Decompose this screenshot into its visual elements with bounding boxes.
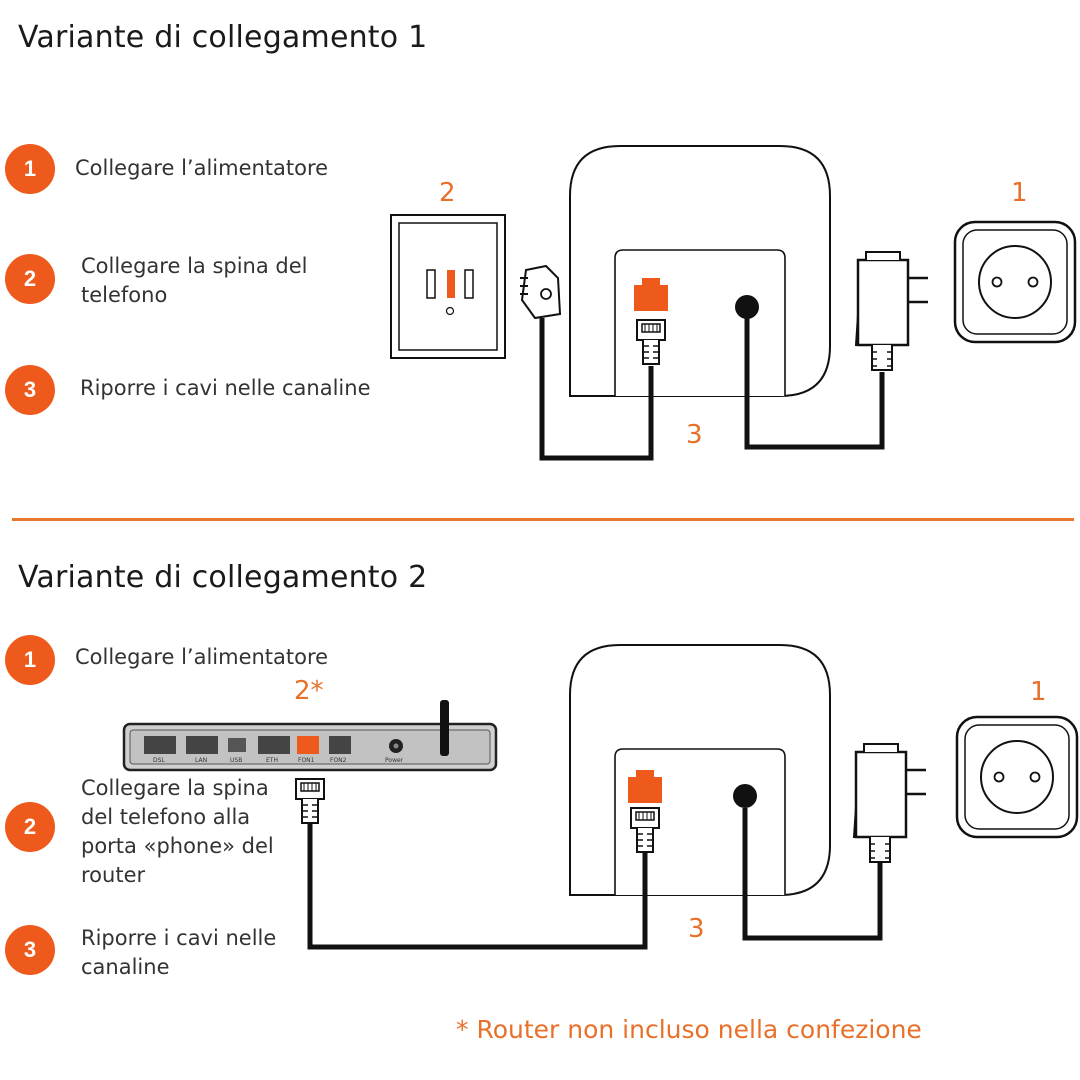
variant1-cables xyxy=(539,318,885,461)
variant2-power-adapter xyxy=(852,742,928,864)
variant1-step3-text: Riporre i cavi nelle canaline xyxy=(80,376,371,400)
variant2-step1-text: Collegare l’alimentatore xyxy=(75,645,329,669)
variant1-base-station xyxy=(569,145,831,397)
variant2-router-port-labels: DSL LAN USB ETH FON1 FON2 Power xyxy=(153,757,404,764)
router-port-fon2: FON2 xyxy=(330,757,347,764)
variant1-power-adapter xyxy=(854,250,930,372)
variant2-cables xyxy=(307,808,883,950)
variant2-cables-label: 3 xyxy=(688,914,705,944)
variant1-power-jack xyxy=(735,295,759,319)
variant1-step2-text: Collegare la spina del telefono xyxy=(81,254,308,307)
variant1-wall-socket xyxy=(953,220,1077,344)
variant2-router xyxy=(122,700,498,772)
variant1-tae-plug xyxy=(520,264,562,320)
variant1-step1-badge: 1 xyxy=(5,144,55,194)
variant2-step3-badge: 3 xyxy=(5,925,55,975)
variant2-socket-label: 1 xyxy=(1030,677,1047,707)
variant1-title: Variante di collegamento 1 xyxy=(18,20,428,55)
variant1-socket-label: 1 xyxy=(1011,178,1028,208)
variant2-title: Variante di collegamento 2 xyxy=(18,560,428,595)
section-divider xyxy=(12,518,1074,521)
variant1-cables-label: 3 xyxy=(686,420,703,450)
router-port-fon1: FON1 xyxy=(298,757,315,764)
variant1-step2-badge: 2 xyxy=(5,254,55,304)
variant2-step2-text: Collegare la spina del telefono alla por… xyxy=(81,776,274,887)
router-port-power: Power xyxy=(385,757,404,764)
variant2-power-jack xyxy=(733,784,757,808)
footnote: * Router non incluso nella confezione xyxy=(456,1015,922,1044)
variant2-step1-badge: 1 xyxy=(5,635,55,685)
variant2-step2-badge: 2 xyxy=(5,802,55,852)
variant1-step1-text: Collegare l’alimentatore xyxy=(75,156,329,180)
variant2-base-station xyxy=(569,644,831,896)
router-port-usb: USB xyxy=(230,757,242,764)
variant1-step3-badge: 3 xyxy=(5,365,55,415)
variant1-wall-plate-label: 2 xyxy=(439,178,456,208)
variant2-step3-text: Riporre i cavi nelle canaline xyxy=(81,926,277,979)
router-port-lan: LAN xyxy=(195,757,207,764)
router-port-dsl: DSL xyxy=(153,757,165,764)
variant2-wall-socket xyxy=(955,715,1079,839)
variant2-router-phone-plug xyxy=(295,778,325,824)
router-port-eth: ETH xyxy=(266,757,278,764)
variant2-router-label: 2* xyxy=(294,676,324,706)
variant1-phone-wall-plate xyxy=(390,214,506,359)
